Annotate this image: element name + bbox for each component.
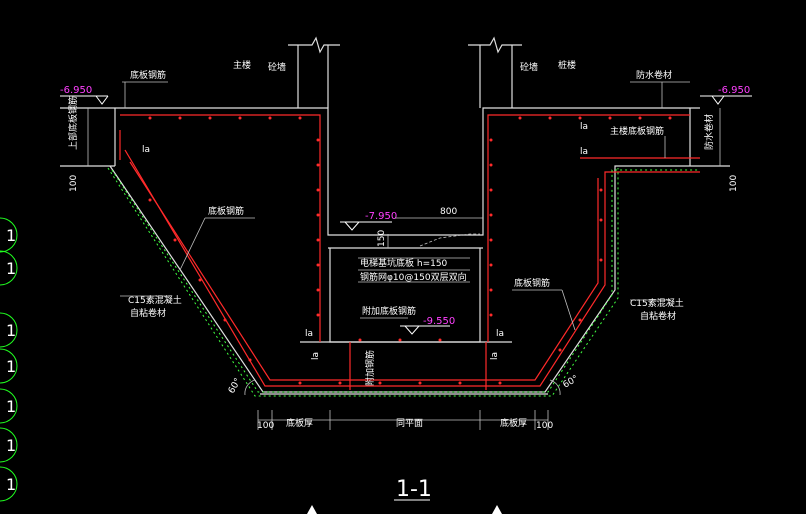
side-marker-circle: [0, 427, 18, 463]
rebar-pit-outer: [124, 149, 700, 387]
label-la-6: la: [311, 352, 321, 360]
side-marker-circle: [0, 217, 18, 253]
section-title-group: 1-1: [394, 477, 432, 502]
label-cushion-right: C15素混凝土: [630, 297, 684, 309]
label-la-2: la: [580, 122, 588, 132]
side-marker-circle: [0, 312, 18, 348]
elevation-pit-bottom: -9.550: [423, 316, 455, 327]
dim-100-bottom-left: 100: [257, 421, 274, 431]
pit-slab-fill: [419, 233, 480, 247]
label-la-7: la: [490, 352, 500, 360]
angle-arcs: [244, 379, 561, 396]
label-wall-note-left: 上部底板钢筋: [67, 96, 79, 150]
label-la-1: la: [142, 145, 150, 155]
label-slab-top-rebar-right: 主楼底板钢筋: [610, 125, 664, 137]
label-cushion-right-2: 自粘卷材: [640, 310, 676, 322]
label-slab-rebar-top-left: 底板钢筋: [130, 69, 166, 81]
section-arrow-left: [307, 505, 317, 514]
label-wall-note-right: 防水卷材: [703, 114, 715, 150]
break-symbol-right: [468, 36, 522, 54]
side-marker-label: 1: [6, 397, 16, 416]
side-marker-label: 1: [6, 259, 16, 278]
side-marker-label: 1: [6, 475, 16, 494]
section-arrows: [307, 505, 502, 514]
pit-outer-line: [109, 165, 730, 393]
label-pit-fill-2: 钢筋网φ10@150双层双向: [360, 271, 467, 283]
top-slab-line: [60, 107, 700, 236]
leader-lines: [120, 81, 690, 331]
label-pit-fill-1: 电梯基坑底板 h=150: [360, 257, 448, 269]
rebar-dots: [148, 116, 672, 385]
elevation-labels: -6.950 -6.950 -7.950 -9.550: [60, 85, 750, 327]
label-slope-rebar-right: 底板钢筋: [514, 277, 550, 289]
label-main-floor: 主楼: [233, 59, 251, 71]
label-slope-rebar-left: 底板钢筋: [208, 205, 244, 217]
elevation-markers: [60, 95, 752, 335]
section-arrow-right: [492, 505, 502, 514]
dim-150: 150: [377, 230, 387, 247]
rebar-left-top: [120, 114, 321, 342]
label-bottom-mid: 同平面: [396, 418, 423, 429]
rebar-right-top: [487, 114, 690, 342]
side-marker-labels: 1 1 1 1 1 1 1: [6, 226, 16, 494]
concrete-outline: [60, 36, 730, 395]
elevation-top-left: -6.950: [60, 85, 92, 96]
label-cushion-left: C15素混凝土: [128, 294, 182, 306]
rebar-lines: [119, 114, 700, 390]
label-cushion-left-2: 自粘卷材: [130, 307, 166, 319]
label-bottom-right: 底板厚: [500, 417, 527, 429]
side-markers: [0, 217, 18, 502]
label-la-5: la: [496, 329, 504, 339]
dimension-labels: 100 100 800 150 100 100: [69, 175, 739, 431]
label-pit-rebar-note: 附加底板钢筋: [362, 305, 416, 317]
label-waterproof-top-right: 防水卷材: [636, 69, 672, 81]
label-pile-right: 桩楼: [558, 59, 576, 71]
rebar-pit-inner: [129, 161, 599, 381]
label-add-rebar-vert: 附加钢筋: [364, 350, 376, 386]
label-la-3: la: [580, 147, 588, 157]
angle-left: 60°: [227, 377, 244, 396]
angle-right: 60°: [562, 374, 581, 391]
side-marker-label: 1: [6, 436, 16, 455]
dim-100-left: 100: [69, 175, 79, 192]
label-la-4: la: [305, 329, 313, 339]
label-wall-right: 砼墙: [520, 61, 538, 73]
side-marker-circle: [0, 388, 18, 424]
side-marker-circle: [0, 250, 18, 286]
dim-800: 800: [440, 207, 457, 217]
side-marker-label: 1: [6, 226, 16, 245]
dim-100-bottom-right: 100: [536, 421, 553, 431]
dim-100-right: 100: [729, 175, 739, 192]
side-marker-label: 1: [6, 357, 16, 376]
break-symbol-left: [288, 36, 340, 54]
label-wall-left: 砼墙: [268, 61, 286, 73]
side-marker-label: 1: [6, 321, 16, 340]
section-title: 1-1: [396, 477, 432, 502]
cushion-layer: [107, 167, 700, 397]
elevation-pit-mid: -7.950: [365, 211, 397, 222]
elevation-top-right: -6.950: [718, 85, 750, 96]
dimension-lines: [87, 108, 721, 430]
side-marker-circle: [0, 348, 18, 384]
label-bottom-left: 底板厚: [286, 417, 313, 429]
text-labels: 主楼 砼墙 砼墙 桩楼 底板钢筋 防水卷材 主楼底板钢筋 上部底板钢筋 防水卷材…: [67, 59, 715, 429]
side-marker-circle: [0, 466, 18, 502]
